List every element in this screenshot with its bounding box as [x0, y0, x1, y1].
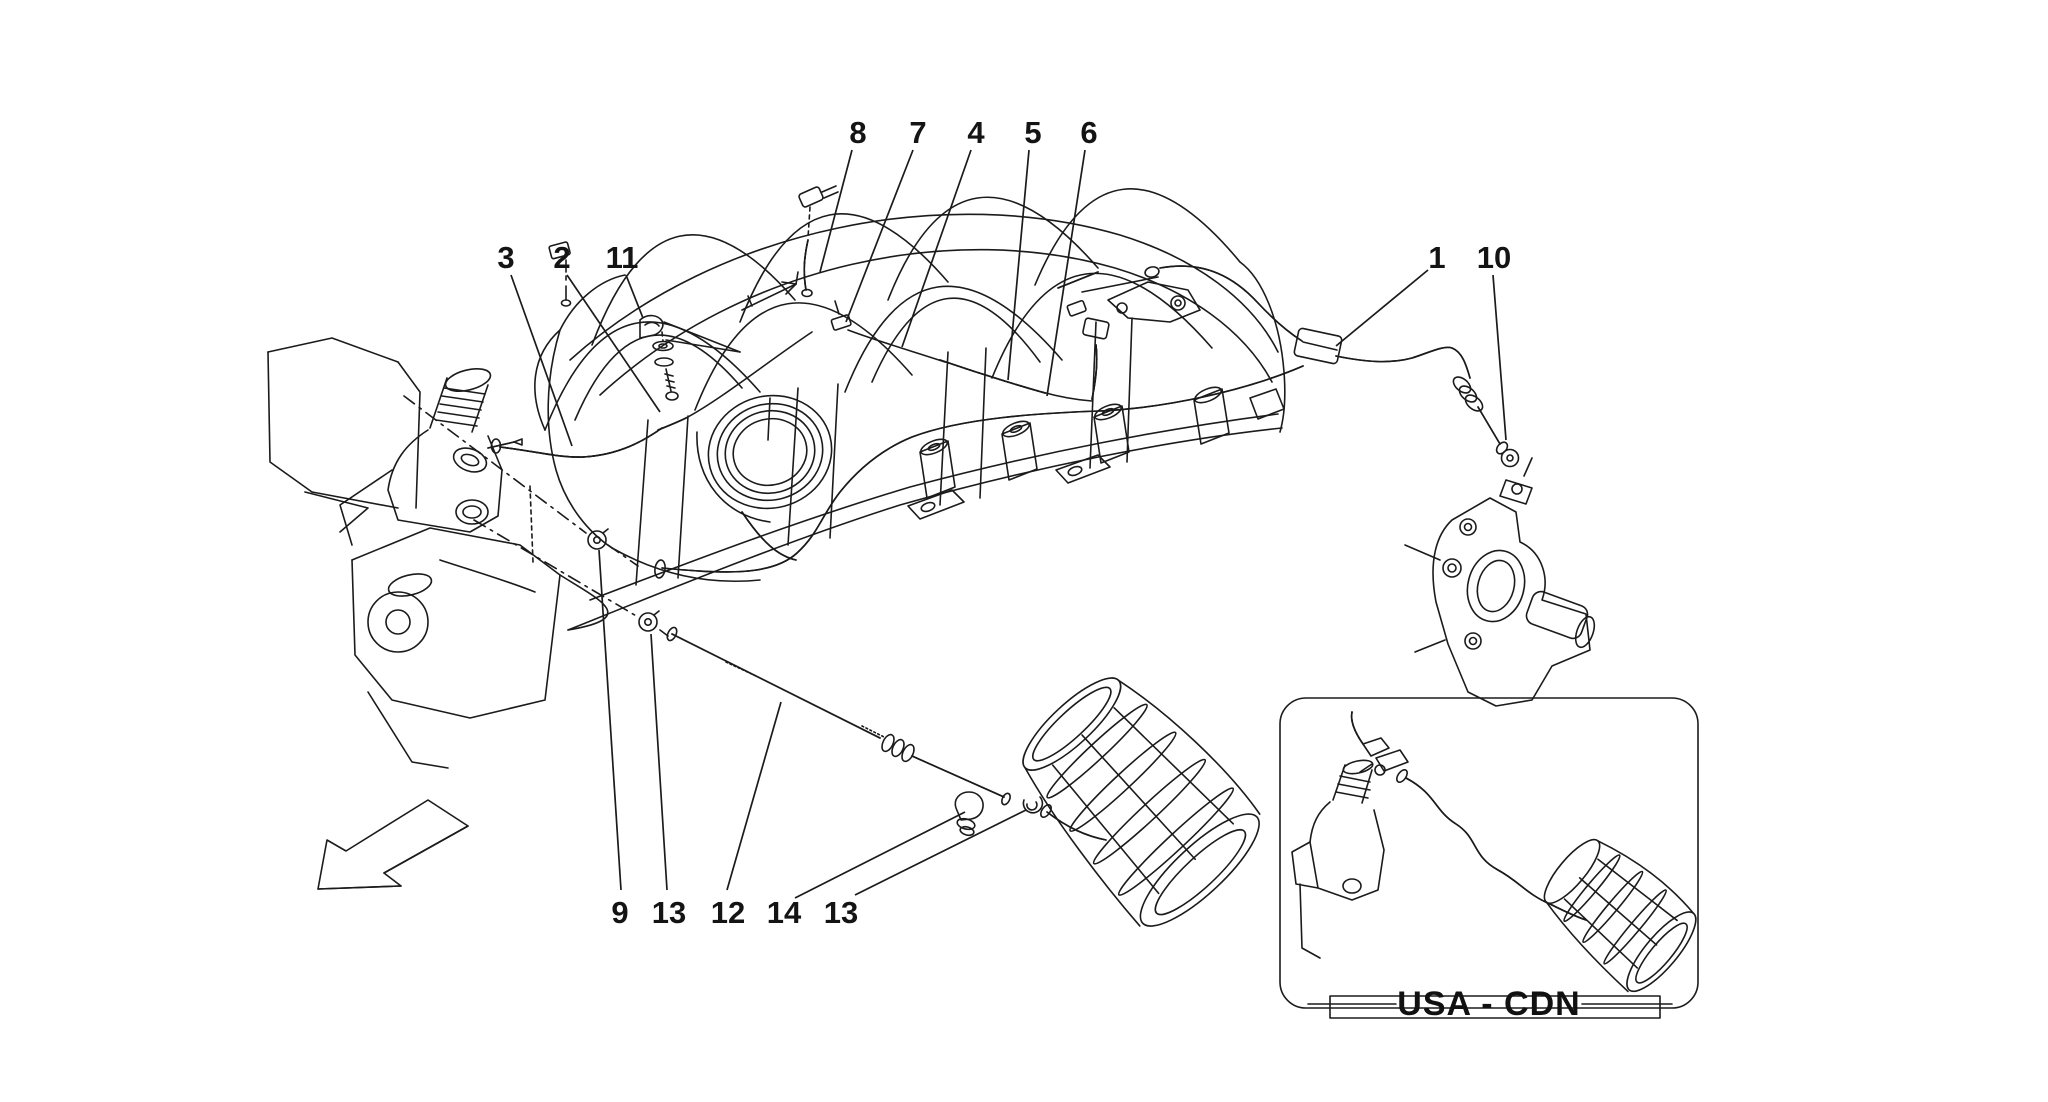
callout-number-11-7: 11	[606, 240, 639, 275]
clip-13b	[1022, 796, 1044, 814]
coolant-union-assembly	[339, 368, 523, 546]
chassis-bracket	[267, 337, 421, 533]
manifold-bosses	[907, 386, 1285, 520]
clamp-9	[587, 528, 609, 550]
throttle-body	[696, 394, 833, 561]
callout-number-14-13: 14	[767, 895, 802, 930]
sensor-8	[798, 185, 839, 298]
clip-screw-small	[548, 241, 572, 307]
thread-lines	[435, 387, 486, 427]
alignment-dash-lines	[403, 395, 669, 637]
callout-leader-13-14	[854, 809, 1027, 896]
elbow-fitting-14	[954, 791, 984, 837]
callout-number-12-12: 12	[711, 895, 745, 930]
seal-ring-10	[1500, 448, 1520, 468]
inset-box: USA - CDN	[1279, 697, 1699, 1023]
callout-number-3-5: 3	[497, 240, 514, 275]
callout-leader-14-13	[794, 811, 966, 899]
clamp-13a	[638, 610, 660, 632]
intake-manifold	[534, 188, 1286, 631]
tee-fitting-7	[830, 300, 852, 331]
callout-number-13-11: 13	[652, 895, 686, 930]
callout-leader-10-9	[1492, 274, 1507, 441]
purge-pipe	[1081, 276, 1159, 293]
callout-number-2-6: 2	[553, 240, 570, 275]
inset-label: USA - CDN	[1397, 985, 1580, 1023]
callout-number-6-4: 6	[1080, 115, 1097, 150]
callout-leader-8-0	[819, 149, 853, 273]
callout-number-5-3: 5	[1024, 115, 1041, 150]
clip-11	[639, 314, 741, 401]
callout-number-1-8: 1	[1428, 240, 1445, 275]
callout-leader-7-1	[845, 149, 914, 323]
vapor-pipe-1	[654, 265, 1520, 579]
callout-number-8-0: 8	[849, 115, 866, 150]
callout-number-4-2: 4	[967, 115, 985, 150]
callout-leader-13-11	[650, 633, 668, 891]
callout-leader-12-12	[726, 701, 782, 891]
valve-cover	[351, 527, 609, 769]
callout-leader-9-10	[598, 549, 622, 891]
bracket-casting	[1404, 457, 1596, 707]
callout-leader-5-3	[1007, 149, 1030, 381]
pipe-union	[1293, 327, 1343, 365]
callout-leader-3-5	[510, 274, 573, 447]
trident-emblem	[741, 271, 799, 311]
inset-art	[1291, 711, 1697, 993]
callout-leader-1-8	[1335, 269, 1429, 347]
corrugated-hose-3	[490, 331, 813, 458]
callout-number-9-10: 9	[611, 895, 628, 930]
callout-leader-11-7	[625, 274, 644, 319]
callout-leader-4-2	[901, 149, 972, 348]
banjo-fitting	[1404, 457, 1533, 653]
callout-number-13-14: 13	[824, 895, 858, 930]
direction-arrow-icon	[317, 799, 469, 890]
rod-12	[666, 626, 1011, 806]
vapor-line-4-5-6	[847, 266, 1160, 402]
callout-number-7-1: 7	[909, 115, 926, 150]
air-intake-hose	[1022, 677, 1261, 927]
callout-number-10-9: 10	[1477, 240, 1511, 275]
callout-leader-2-6	[566, 274, 661, 413]
callout-leader-6-4	[1046, 149, 1086, 397]
manifold-lug-bracket	[1107, 281, 1201, 323]
